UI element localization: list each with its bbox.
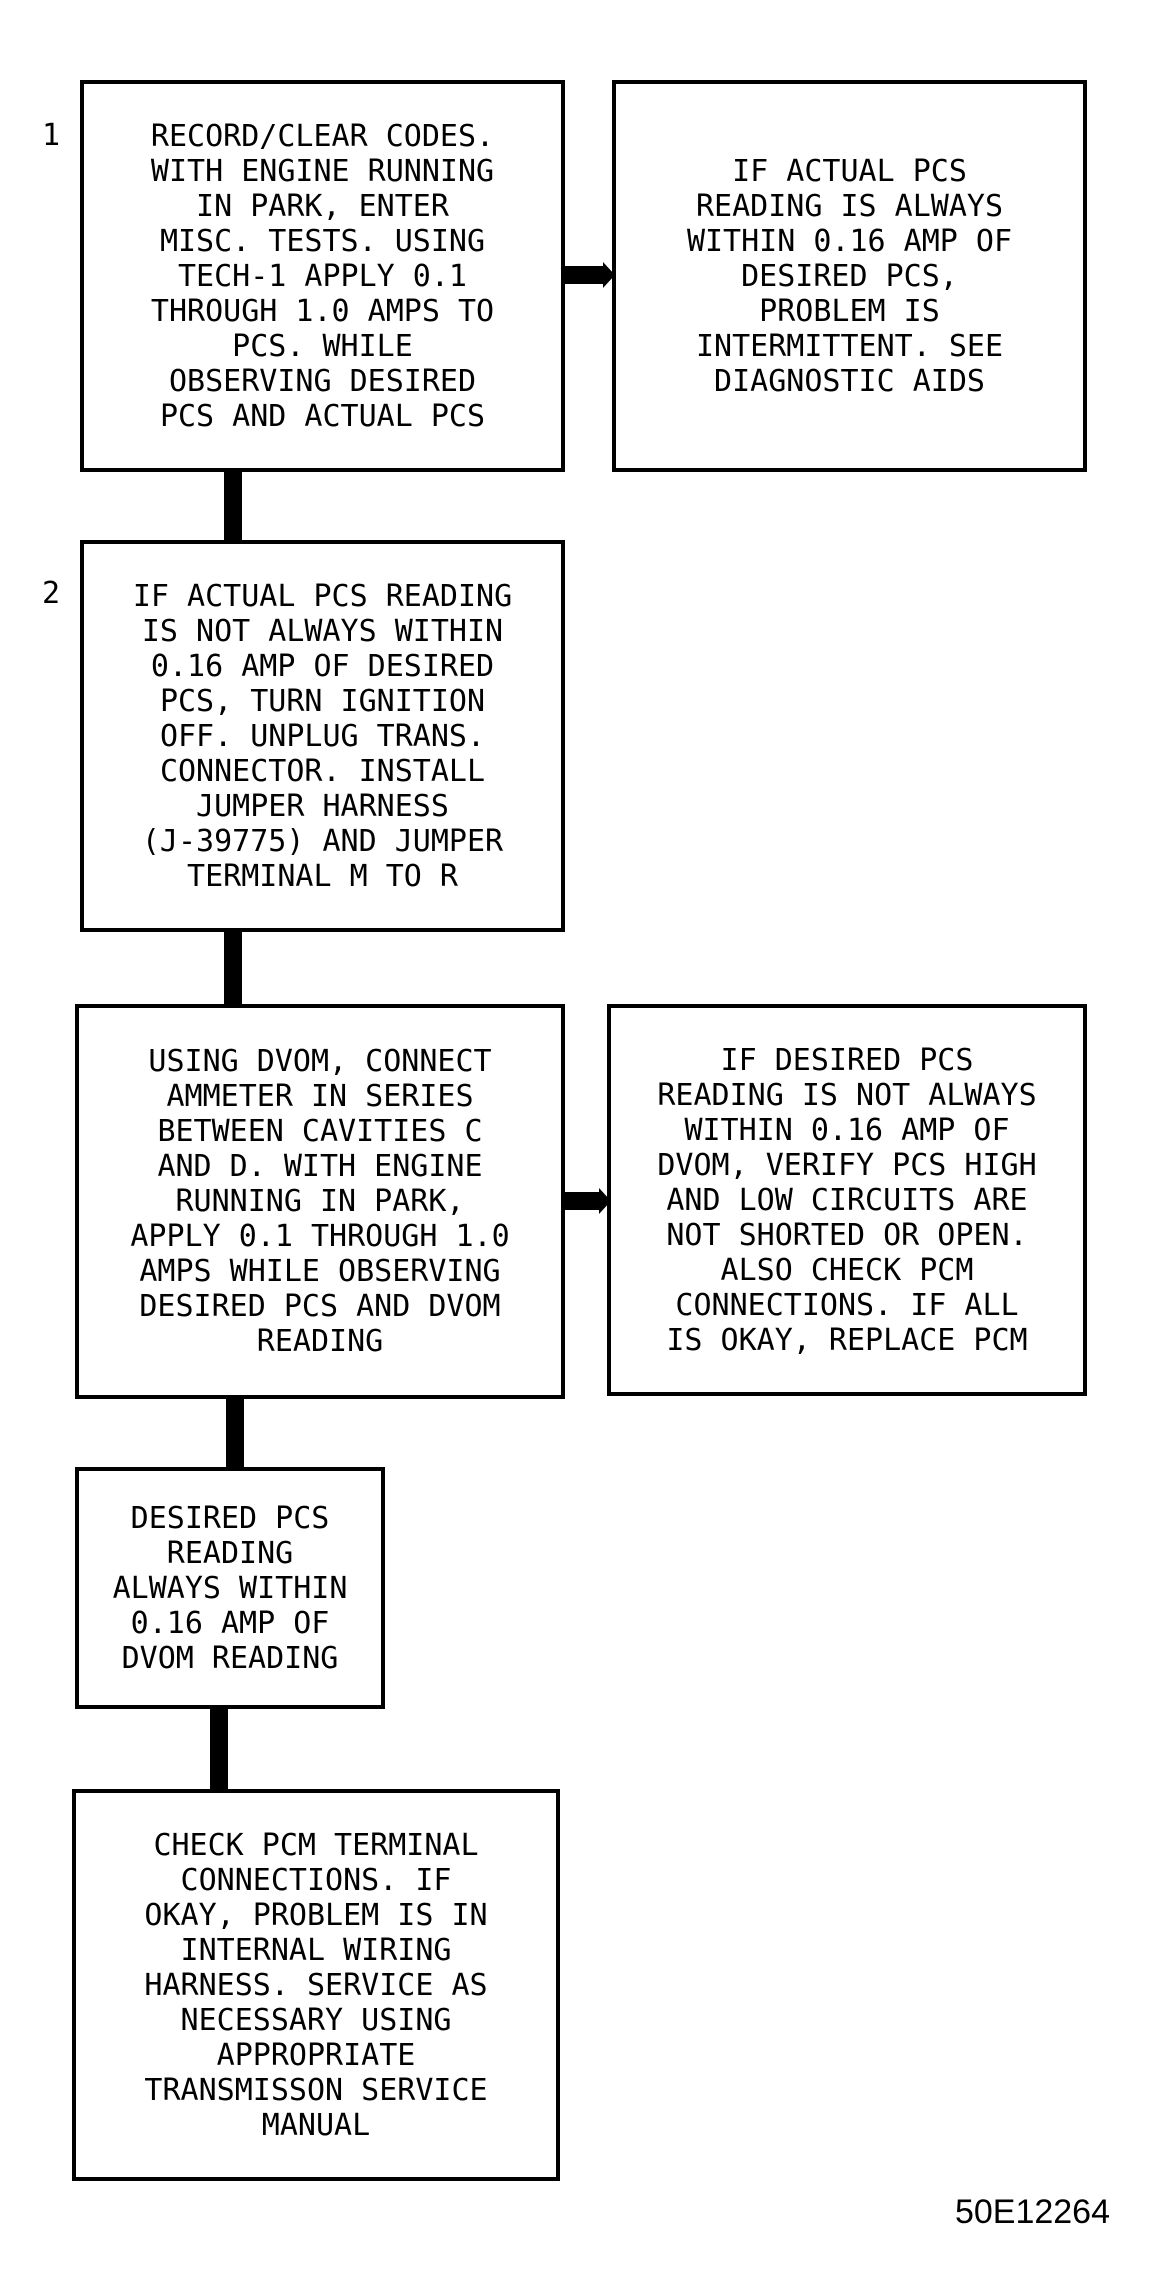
step-1-text: RECORD/CLEAR CODES. WITH ENGINE RUNNING … — [150, 118, 495, 434]
result-replace-pcm-text: IF DESIRED PCS READING IS NOT ALWAYS WIT… — [657, 1042, 1037, 1358]
step-1-number: 1 — [42, 118, 61, 153]
step-5-text: CHECK PCM TERMINAL CONNECTIONS. IF OKAY,… — [144, 1827, 488, 2143]
step-2-number: 2 — [42, 576, 61, 611]
result-intermittent-box: IF ACTUAL PCS READING IS ALWAYS WITHIN 0… — [612, 80, 1087, 472]
step-4-box: DESIRED PCS READING ALWAYS WITHIN 0.16 A… — [75, 1467, 385, 1709]
step-3-text: USING DVOM, CONNECT AMMETER IN SERIES BE… — [130, 1044, 510, 1359]
step-2-box: IF ACTUAL PCS READING IS NOT ALWAYS WITH… — [80, 540, 565, 932]
step-5-box: CHECK PCM TERMINAL CONNECTIONS. IF OKAY,… — [72, 1789, 560, 2181]
connector-step-2-to-3 — [224, 932, 242, 1004]
step-1-box: RECORD/CLEAR CODES. WITH ENGINE RUNNING … — [80, 80, 565, 472]
arrow-step-3-to-result-2 — [565, 1188, 611, 1214]
step-4-text: DESIRED PCS READING ALWAYS WITHIN 0.16 A… — [112, 1500, 348, 1676]
connector-step-4-to-5 — [210, 1709, 228, 1789]
step-2-text: IF ACTUAL PCS READING IS NOT ALWAYS WITH… — [132, 578, 513, 894]
result-replace-pcm-box: IF DESIRED PCS READING IS NOT ALWAYS WIT… — [607, 1004, 1087, 1396]
figure-code: 50E12264 — [954, 2193, 1110, 2231]
connector-step-1-to-2 — [224, 472, 242, 540]
result-intermittent-text: IF ACTUAL PCS READING IS ALWAYS WITHIN 0… — [686, 153, 1013, 399]
arrow-step-1-to-result-1 — [565, 262, 615, 288]
step-3-box: USING DVOM, CONNECT AMMETER IN SERIES BE… — [75, 1004, 565, 1399]
connector-step-3-to-4 — [226, 1399, 244, 1467]
